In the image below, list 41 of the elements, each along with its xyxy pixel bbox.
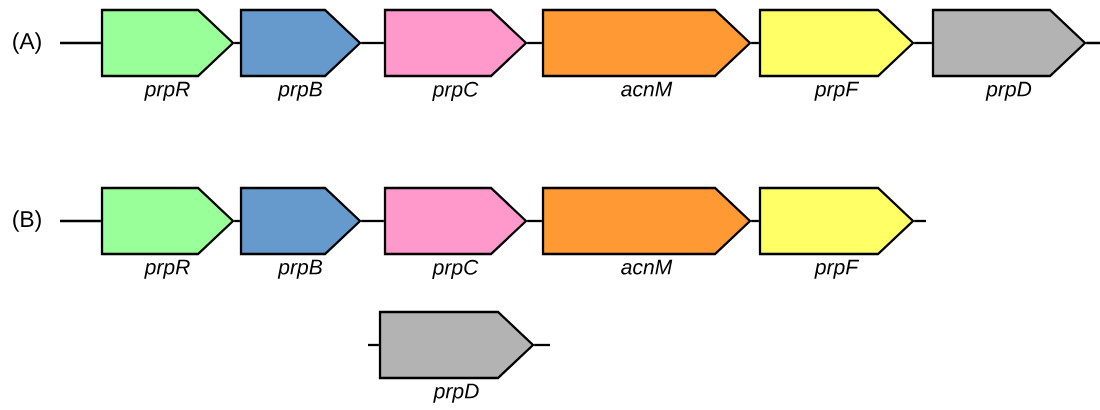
node-label: prpR <box>144 259 190 279</box>
node-label: prpC <box>432 259 479 279</box>
dna-line <box>914 41 932 45</box>
dna-line <box>60 41 101 45</box>
node-label: prpB <box>277 259 323 279</box>
gene-block: prpR <box>100 8 235 101</box>
dna-line <box>234 219 240 223</box>
node-label: prpC <box>432 81 479 101</box>
dna-line <box>527 219 542 223</box>
gene-block: prpC <box>383 186 528 279</box>
gene-block: prpC <box>383 8 528 101</box>
gene-block: prpD <box>378 310 535 403</box>
gene-block: prpR <box>100 186 235 279</box>
dna-line <box>368 343 379 347</box>
dna-line <box>527 41 542 45</box>
node-label: acnM <box>621 81 673 97</box>
node-label: acnM <box>621 259 673 275</box>
gene-block: prpF <box>758 8 915 101</box>
node-label: prpD <box>985 81 1032 101</box>
dna-line <box>361 41 384 45</box>
dna-line <box>534 343 550 347</box>
dna-line <box>60 219 101 223</box>
node-label: prpB <box>277 81 323 101</box>
gene-block: prpB <box>239 8 362 101</box>
node-label: prpF <box>814 259 860 279</box>
node-label: prpF <box>814 81 860 101</box>
dna-line <box>1086 41 1100 45</box>
gene-block: prpF <box>758 186 915 279</box>
dna-line <box>361 219 384 223</box>
gene-block: prpB <box>239 186 362 279</box>
gene-block: prpD <box>931 8 1087 101</box>
node-label: prpR <box>144 81 190 101</box>
dna-line <box>751 219 759 223</box>
dna-line <box>234 41 240 45</box>
dna-line <box>751 41 759 45</box>
node-label: prpD <box>433 383 479 403</box>
gene-block: acnM <box>541 8 752 97</box>
dna-line <box>914 219 926 223</box>
panel-label: (B) <box>13 210 41 232</box>
panel-label: (A) <box>13 32 41 54</box>
gene-block: acnM <box>541 186 752 275</box>
